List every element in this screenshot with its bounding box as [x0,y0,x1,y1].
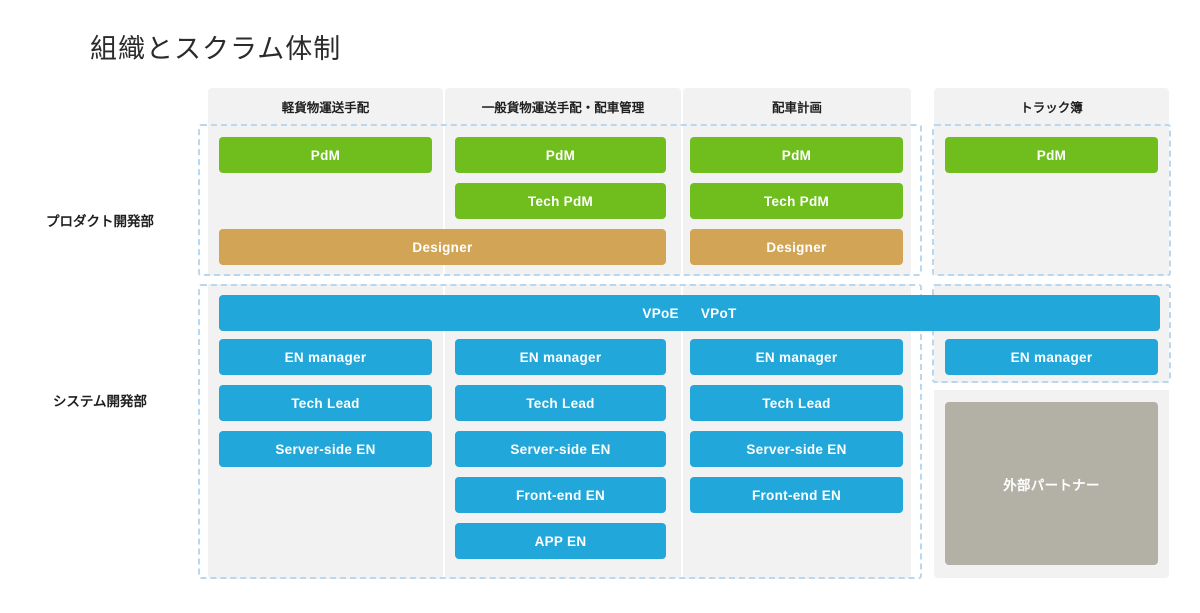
page-title: 組織とスクラム体制 [90,34,342,64]
role-label-vpoe: VPoE [642,305,679,321]
dashed-frame-product-column4 [932,124,1171,276]
role-box-designer-col3[interactable]: Designer [690,229,903,265]
role-box-designer-col1-2[interactable]: Designer [219,229,666,265]
role-box-tech-lead-col1[interactable]: Tech Lead [219,385,432,421]
row-label-product-dev: プロダクト開発部 [46,214,154,229]
dashed-frame-product-main [198,124,922,276]
role-box-en-manager-col2[interactable]: EN manager [455,339,666,375]
role-box-en-manager-col1[interactable]: EN manager [219,339,432,375]
role-box-pdm-col1[interactable]: PdM [219,137,432,173]
column-header-1: 軽貨物運送手配 [208,88,443,124]
dashed-frame-system-main [198,284,922,579]
role-box-app-en-col2[interactable]: APP EN [455,523,666,559]
role-box-tech-pdm-col2[interactable]: Tech PdM [455,183,666,219]
role-box-server-side-en-col1[interactable]: Server-side EN [219,431,432,467]
role-box-en-manager-col3[interactable]: EN manager [690,339,903,375]
role-box-server-side-en-col3[interactable]: Server-side EN [690,431,903,467]
role-box-server-side-en-col2[interactable]: Server-side EN [455,431,666,467]
row-label-system-dev: システム開発部 [52,394,148,409]
role-box-front-end-en-col2[interactable]: Front-end EN [455,477,666,513]
role-box-external-partner[interactable]: 外部パートナー [945,402,1158,565]
role-box-vpoe-vpot[interactable]: VPoE VPoT [219,295,1160,331]
column-header-3: 配車計画 [683,88,911,124]
role-box-pdm-col2[interactable]: PdM [455,137,666,173]
role-box-tech-lead-col3[interactable]: Tech Lead [690,385,903,421]
role-box-front-end-en-col3[interactable]: Front-end EN [690,477,903,513]
role-box-tech-pdm-col3[interactable]: Tech PdM [690,183,903,219]
role-box-tech-lead-col2[interactable]: Tech Lead [455,385,666,421]
role-label-vpot: VPoT [700,305,737,321]
column-header-4: トラック簿 [934,88,1169,124]
role-box-pdm-col3[interactable]: PdM [690,137,903,173]
column-header-2: 一般貨物運送手配・配車管理 [445,88,681,124]
dashed-frame-system-column4 [932,284,1171,383]
role-box-pdm-col4[interactable]: PdM [945,137,1158,173]
role-box-en-manager-col4[interactable]: EN manager [945,339,1158,375]
